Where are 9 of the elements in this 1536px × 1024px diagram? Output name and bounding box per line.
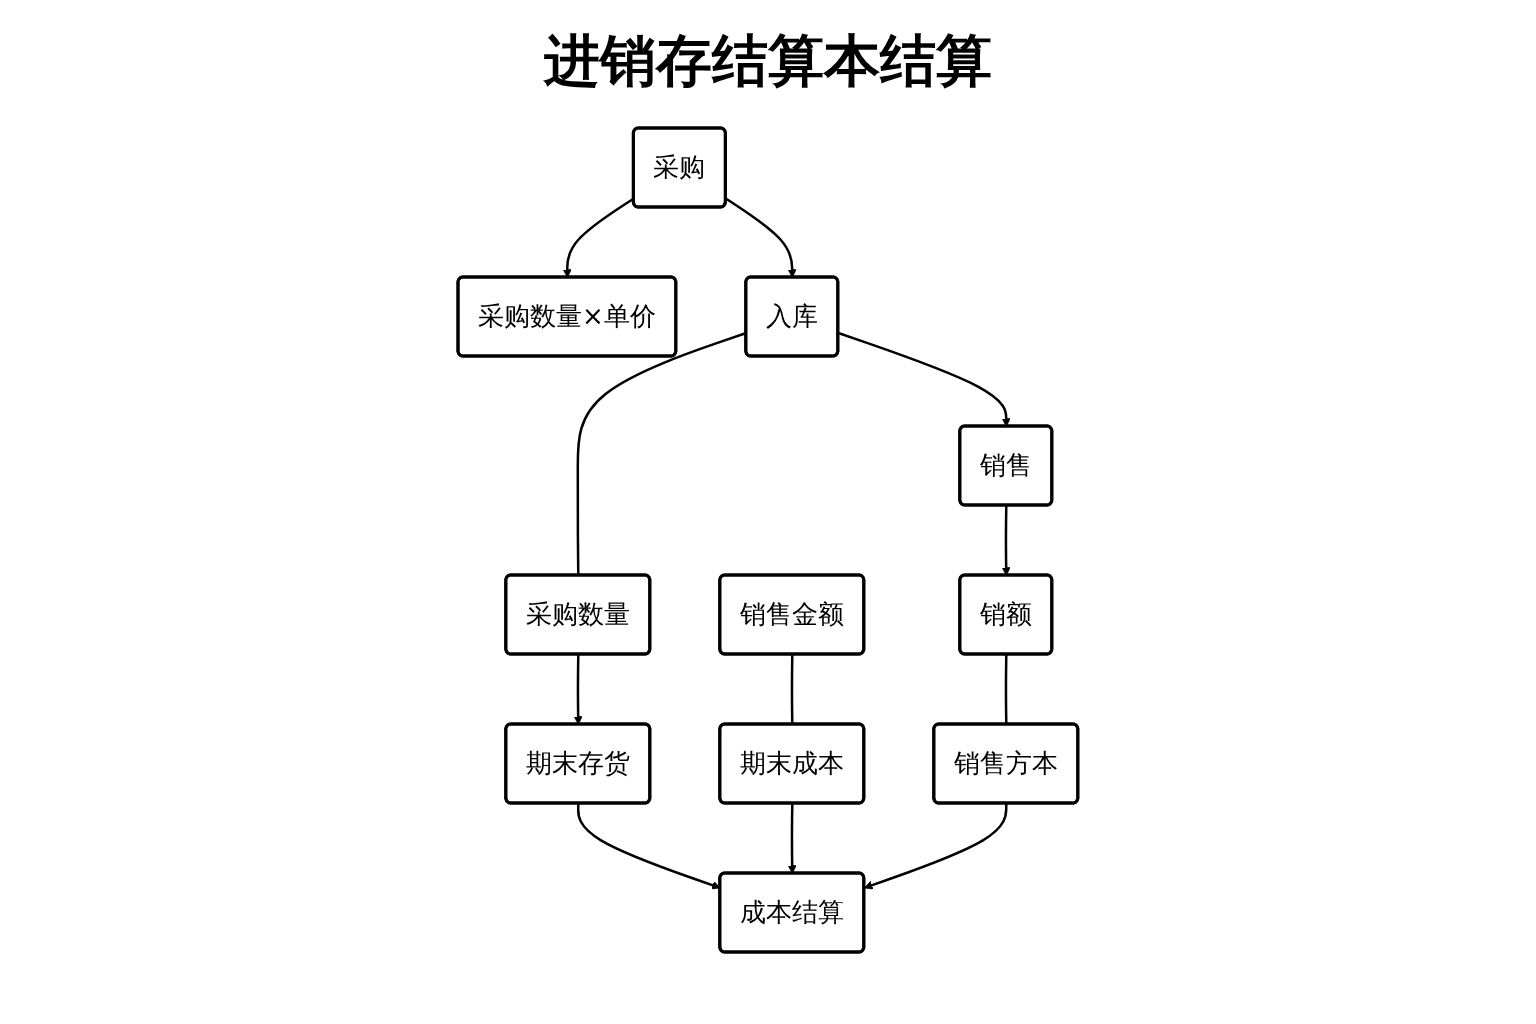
arrow [1001,505,1011,576]
arrow [864,803,1008,890]
connector [1004,654,1008,725]
connector [790,654,794,725]
diagram-title: 进销存结算本结算 [542,27,993,95]
arrow [787,803,797,874]
arrow [573,654,583,725]
arrow [725,197,797,278]
arrow [838,331,1011,427]
